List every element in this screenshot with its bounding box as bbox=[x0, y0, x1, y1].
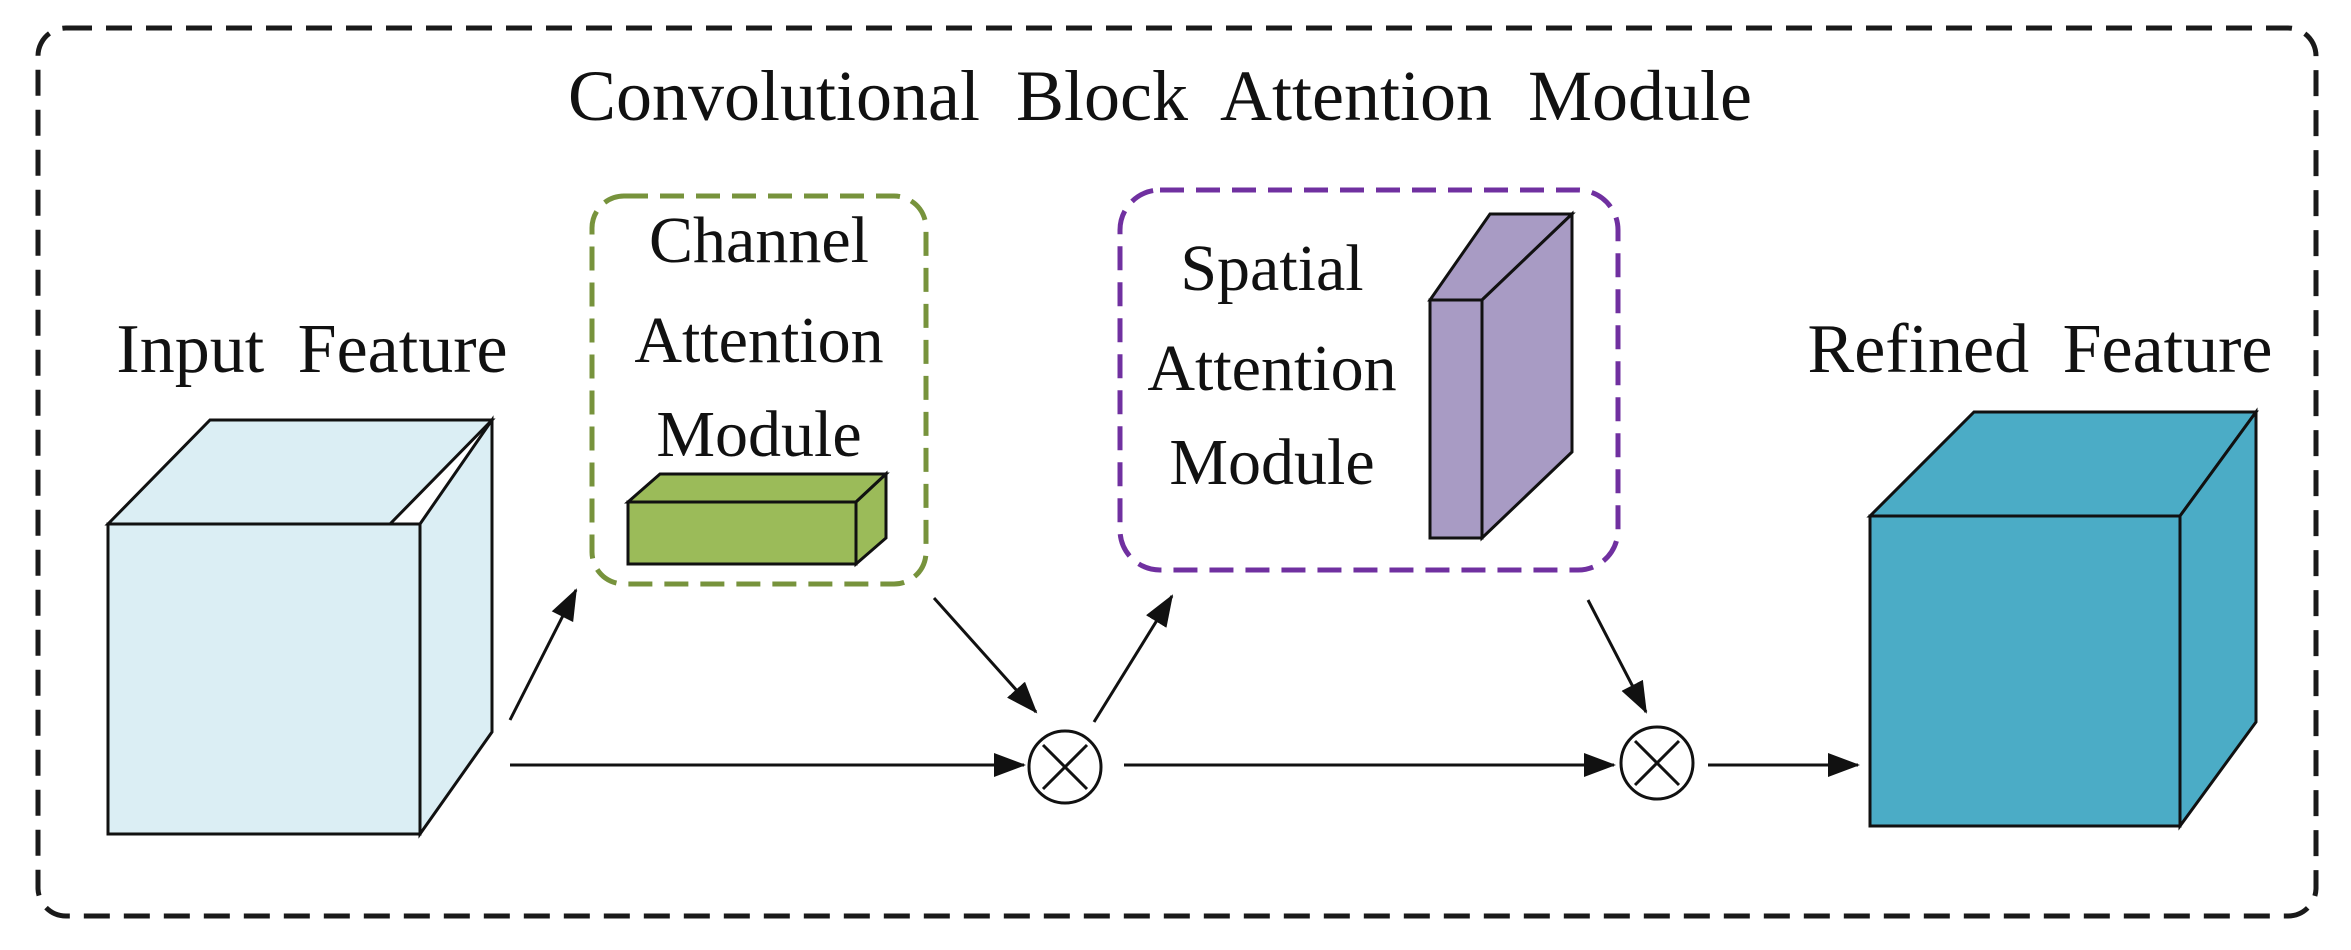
refined-feature-label: Refined Feature bbox=[1808, 311, 2273, 388]
channel-attention-line-3: Module bbox=[656, 398, 861, 471]
refined-feature-cube bbox=[1866, 407, 2259, 831]
spatial-block-front bbox=[1428, 298, 1484, 540]
spatial-attention-block bbox=[1427, 210, 1576, 542]
multiply-operator-2 bbox=[1619, 725, 1695, 801]
spatial-attention-line-2: Attention bbox=[1147, 332, 1396, 405]
channel-block-top bbox=[624, 472, 890, 504]
outer-frame bbox=[35, 25, 2319, 919]
input-cube-front bbox=[106, 522, 422, 836]
channel-attention-line-1: Channel bbox=[649, 204, 869, 277]
arrow-multiply-1-to-spatial bbox=[1092, 594, 1174, 723]
channel-attention-box bbox=[589, 193, 929, 587]
spatial-attention-box bbox=[1117, 187, 1621, 573]
arrow-input-to-channel bbox=[508, 588, 578, 721]
spatial-attention-line-3: Module bbox=[1169, 426, 1374, 499]
arrow-spatial-to-multiply-2 bbox=[1586, 599, 1648, 714]
spatial-attention-line-1: Spatial bbox=[1180, 232, 1363, 305]
channel-attention-block bbox=[624, 470, 890, 568]
refined-cube-front bbox=[1868, 514, 2182, 828]
channel-attention-line-2: Attention bbox=[634, 304, 883, 377]
input-feature-label: Input Feature bbox=[116, 311, 507, 388]
channel-block-front bbox=[626, 500, 858, 566]
diagram-title: Convolutional Block Attention Module bbox=[568, 56, 1752, 136]
arrow-channel-to-multiply-1 bbox=[932, 596, 1038, 714]
multiply-operator-1 bbox=[1027, 729, 1103, 805]
input-feature-cube bbox=[104, 415, 496, 839]
